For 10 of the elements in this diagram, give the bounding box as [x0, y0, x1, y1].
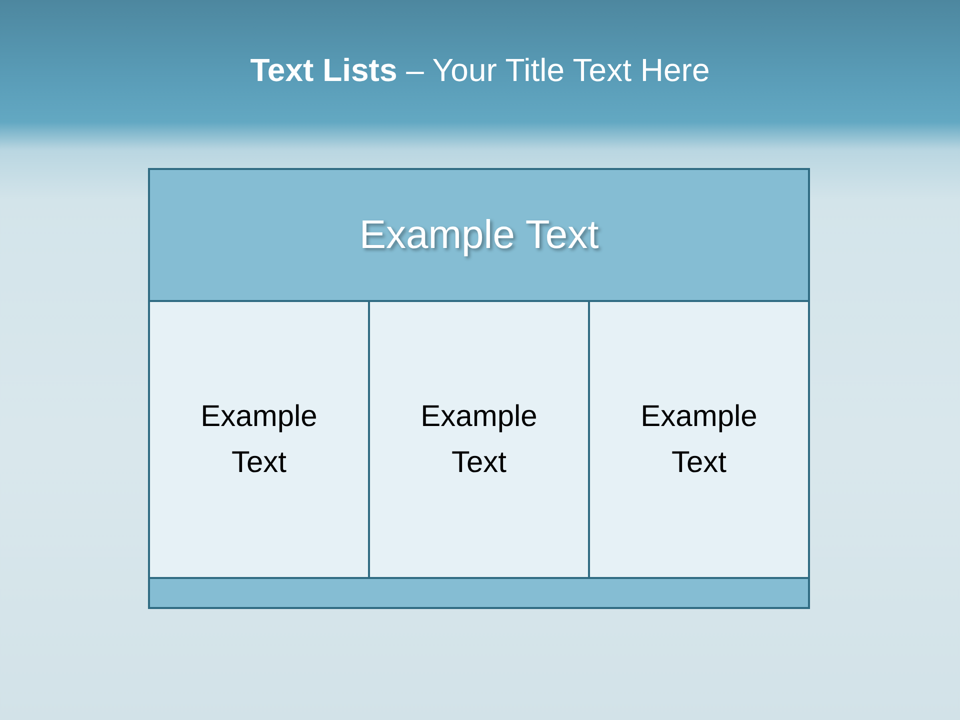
panel-text: Example Text	[200, 398, 318, 480]
content-panel	[368, 300, 590, 579]
header-panel	[148, 168, 810, 302]
panel-text: Example Text	[640, 398, 758, 480]
slide-title: Text Lists – Your Title Text Here	[250, 52, 710, 88]
footer-bar	[148, 577, 810, 609]
panel-text: Example Text	[420, 398, 538, 480]
content-panel	[588, 300, 810, 579]
header-text: Example Text	[359, 212, 599, 256]
content-panel	[148, 300, 370, 579]
